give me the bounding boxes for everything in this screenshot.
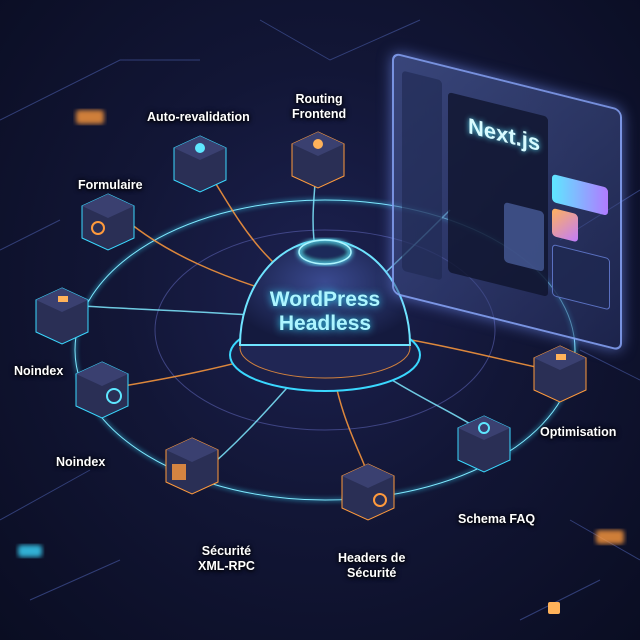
panel-pie-chart-card — [504, 201, 544, 272]
label-securite-xmlrpc: Sécurité XML-RPC — [198, 544, 255, 573]
node-cube-routing — [290, 130, 346, 192]
panel-sidebar — [402, 70, 442, 281]
label-noindex-2: Noindex — [56, 455, 106, 469]
hub-title: WordPress Headless — [230, 288, 420, 336]
node-cube-formulaire — [80, 192, 136, 254]
node-cube-schema-faq — [456, 414, 512, 476]
label-noindex-1: Noindex — [14, 364, 64, 378]
label-headers-securite: Headers de Sécurité — [338, 551, 406, 580]
label-schema-faq: Schema FAQ — [458, 512, 536, 526]
node-cube-securite-xmlrpc — [164, 436, 220, 498]
node-cube-headers-securite — [340, 462, 396, 524]
label-optimisation: Optimisation — [540, 425, 617, 439]
node-cube-noindex-2 — [74, 360, 130, 422]
node-cube-optimisation — [532, 344, 588, 406]
node-cube-noindex-1 — [34, 286, 90, 348]
hub-title-line1: WordPress — [269, 288, 381, 311]
hub-title-line2: Headless — [278, 312, 372, 335]
panel-card-small — [552, 207, 578, 243]
label-formulaire: Formulaire — [78, 178, 143, 192]
label-auto-revalidation: Auto-revalidation — [147, 110, 250, 124]
panel-bar-chart — [552, 243, 610, 311]
node-cube-auto-revalidation — [172, 134, 228, 196]
label-routing-frontend: Routing Frontend — [292, 92, 347, 121]
